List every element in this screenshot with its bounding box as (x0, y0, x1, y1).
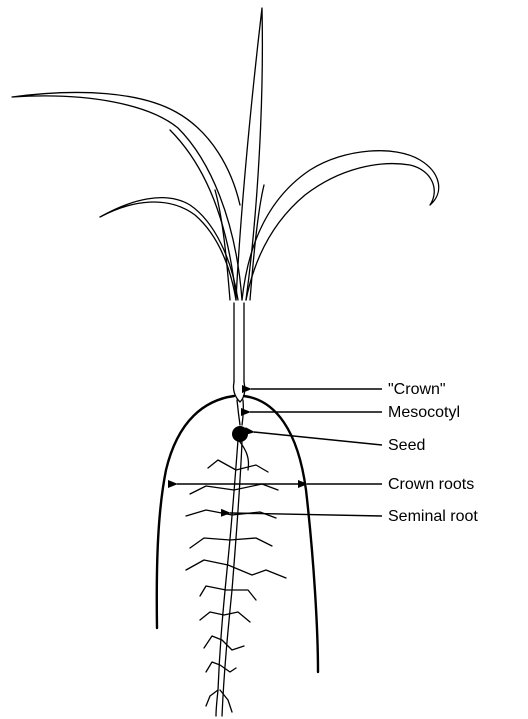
label-seed: Seed (388, 437, 425, 454)
shoot (12, 8, 439, 382)
root-laterals (186, 460, 286, 712)
mesocotyl-stalk (237, 400, 243, 425)
right-leaf (242, 151, 439, 300)
pointer-arrows (177, 389, 382, 516)
central-leaf (236, 8, 262, 300)
label-crown: "Crown" (388, 381, 446, 398)
left-upper-leaf (12, 92, 242, 300)
crown-node (233, 382, 244, 402)
seminal-root-main (216, 440, 238, 716)
seed-dot (232, 426, 248, 442)
crown-root-left (157, 396, 234, 628)
seed-arrow (254, 432, 382, 445)
left-lower-leaf (100, 198, 238, 300)
label-mesocotyl: Mesocotyl (388, 404, 460, 421)
seminal-root (186, 440, 286, 716)
label-crown-roots: Crown roots (388, 476, 474, 493)
seminal-root-main-inner (222, 442, 242, 716)
stem (234, 303, 244, 382)
label-seminal-root: Seminal root (388, 508, 478, 525)
labels: "Crown" Mesocotyl Seed Crown roots Semin… (388, 381, 478, 525)
seminal-root-arrow (230, 513, 382, 516)
